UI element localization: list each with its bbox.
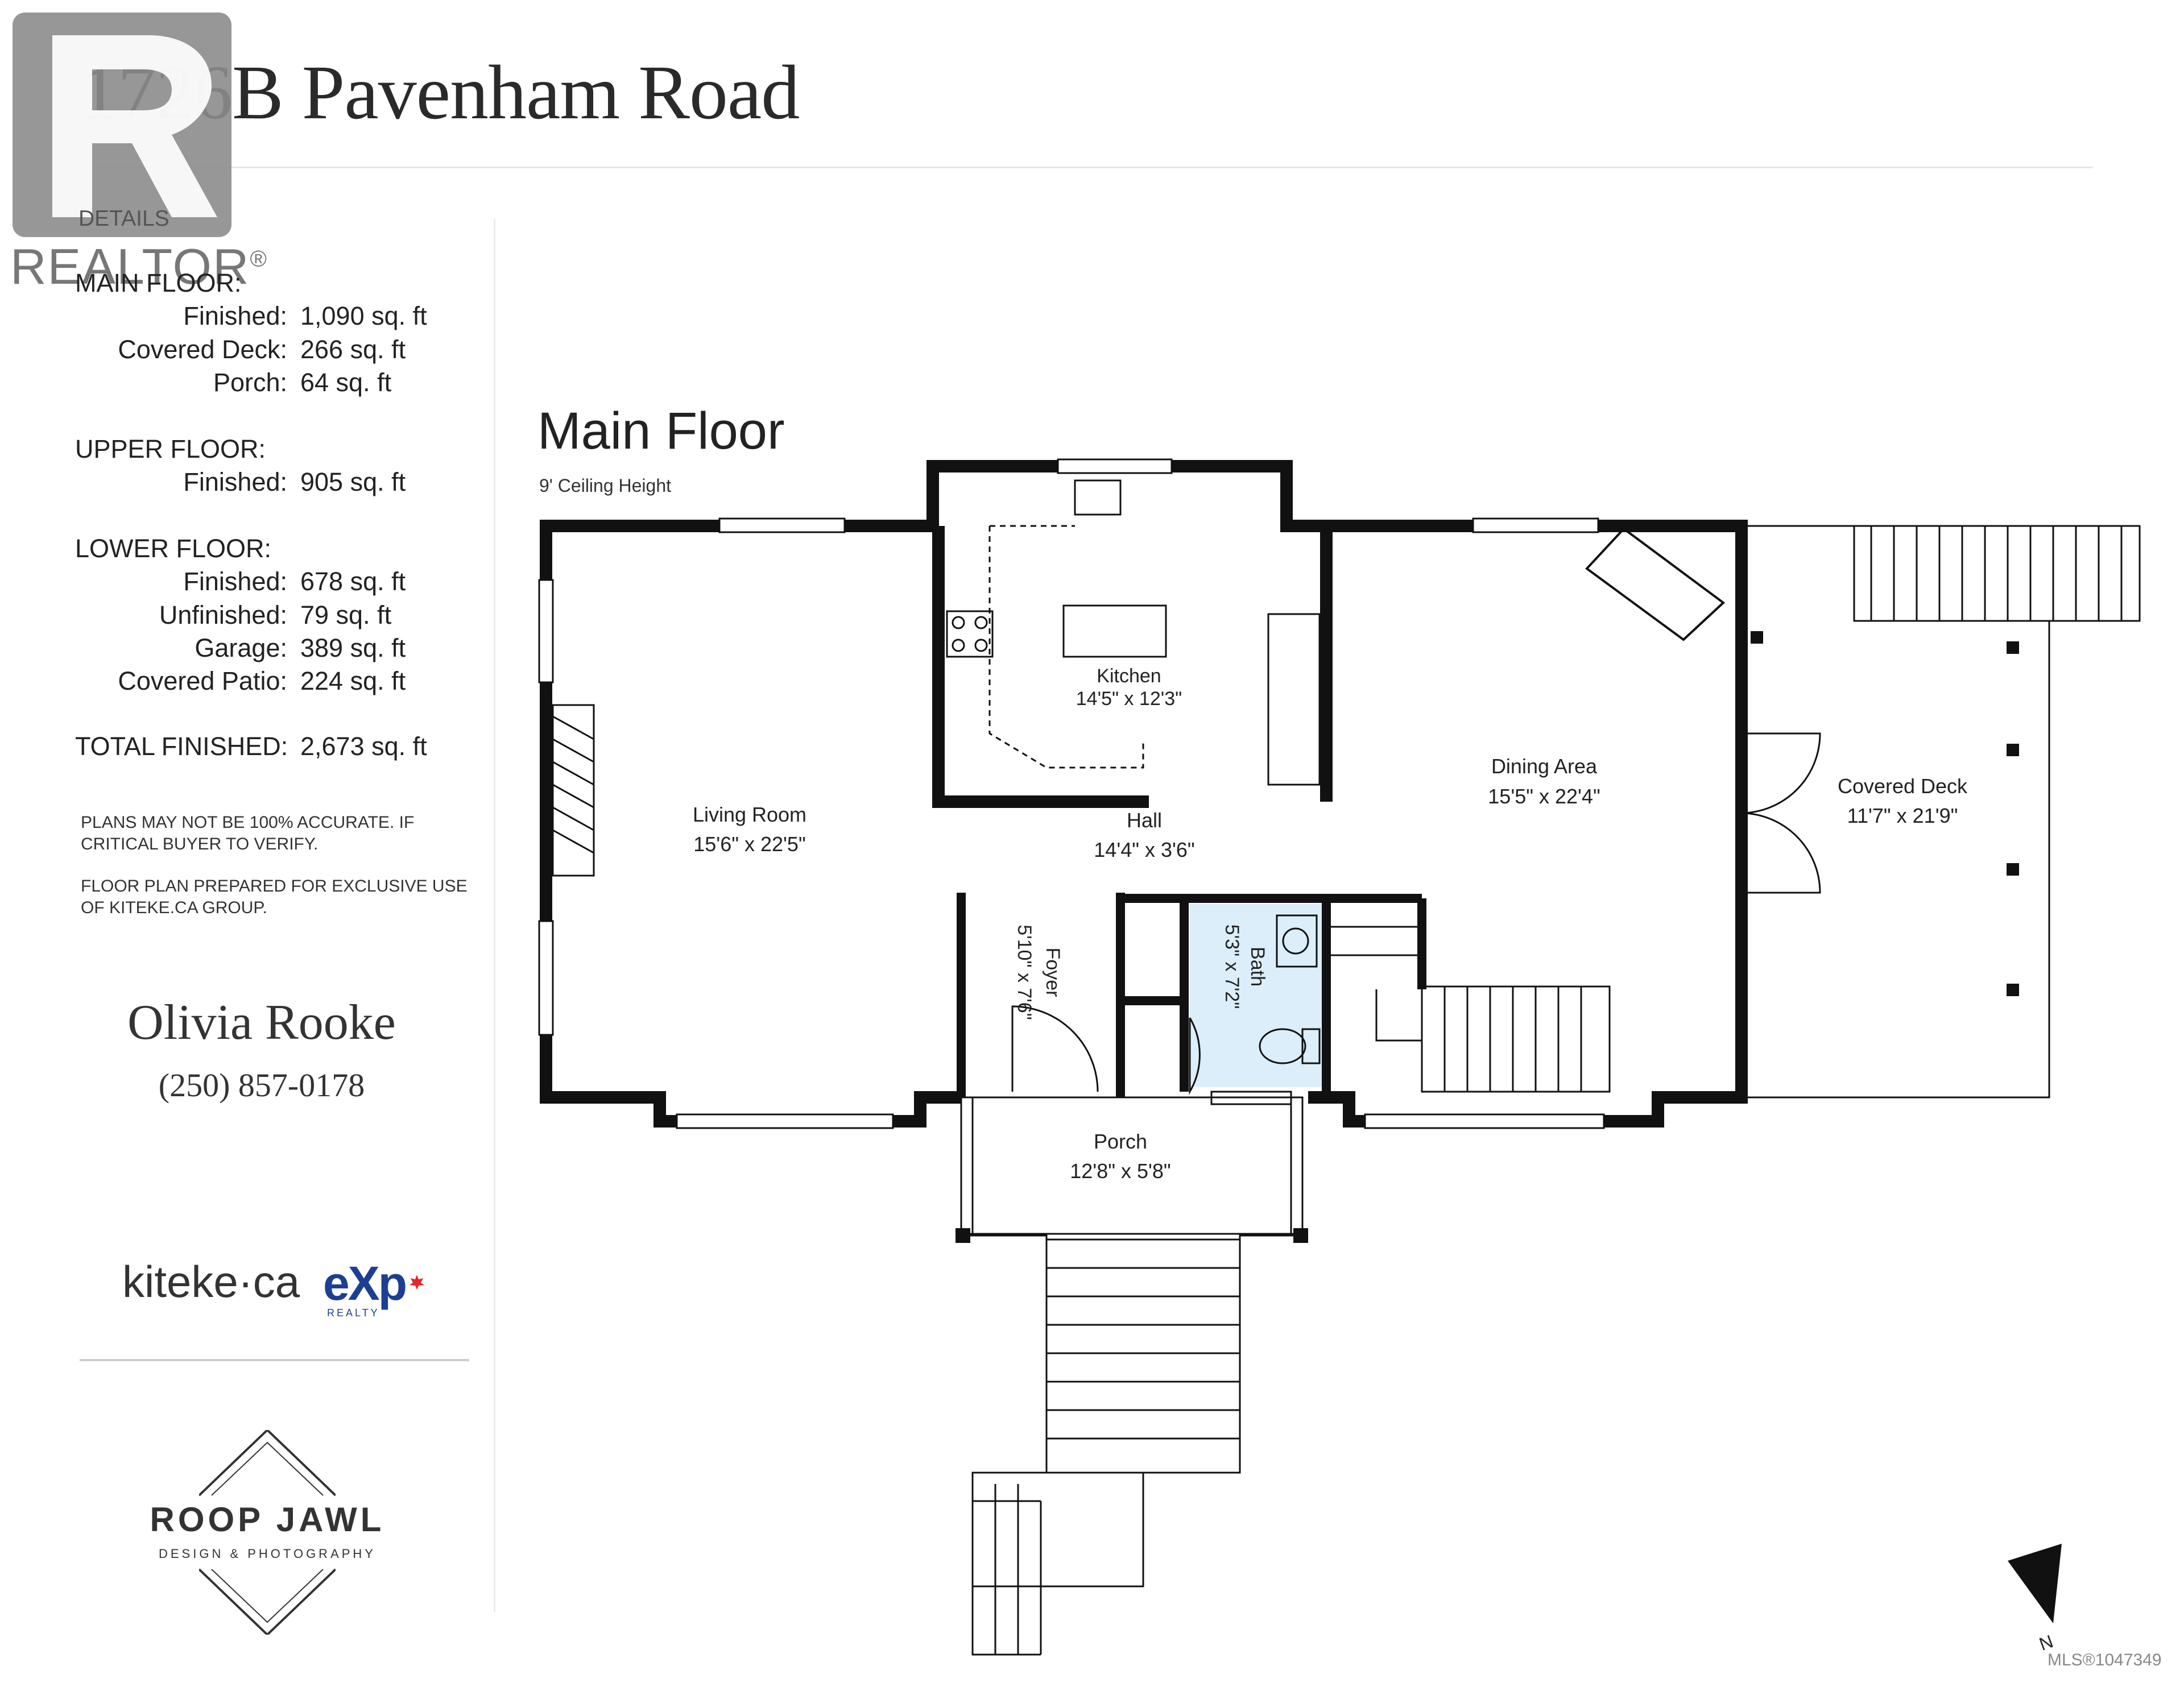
windows — [538, 458, 1605, 1129]
spec-label: Garage: — [195, 633, 287, 662]
spec-value: 224 sq. ft — [300, 666, 406, 695]
spec-label: Covered Patio: — [118, 666, 287, 695]
main-floor-heading: MAIN FLOOR: — [75, 268, 242, 297]
room-label-dining-area: Dining Area — [1491, 755, 1598, 778]
room-dims-porch: 12'8" x 5'8" — [1070, 1159, 1170, 1183]
fireplace-icon — [552, 704, 595, 877]
roop-jawl-name: ROOP JAWL — [150, 1501, 385, 1539]
room-dims-kitchen: 14'5" x 12'3" — [1076, 688, 1182, 710]
covered-deck — [1742, 525, 2141, 1099]
roop-jawl-tagline: DESIGN & PHOTOGRAPHY — [159, 1547, 376, 1561]
spec-label: Unfinished: — [159, 600, 287, 629]
maple-leaf-icon — [410, 1275, 424, 1290]
prepared-note: FLOOR PLAN PREPARED FOR EXCLUSIVE USE OF… — [81, 877, 468, 917]
exterior-stairs — [970, 1234, 1293, 1656]
bath-fixtures — [1189, 914, 1321, 1095]
interior-stairs — [1331, 926, 1611, 1093]
title-divider — [80, 167, 2093, 168]
room-label-living-room: Living Room — [693, 803, 806, 826]
mls-number: MLS®1047349 — [2048, 1651, 2162, 1669]
room-label-foyer: Foyer — [1042, 948, 1064, 997]
porch-posts — [956, 1228, 1308, 1243]
spec-value: 389 sq. ft — [300, 633, 406, 662]
deck-posts — [1751, 631, 2019, 996]
room-dims-covered-deck: 11'7" x 21'9" — [1847, 804, 1958, 827]
total-finished-label: TOTAL FINISHED: — [75, 732, 288, 761]
dining-table — [1585, 527, 1726, 641]
accuracy-note: PLANS MAY NOT BE 100% ACCURATE. IF CRITI… — [81, 813, 415, 853]
room-dims-bath: 5'3" x 7'2" — [1221, 925, 1243, 1009]
spec-label: Covered Deck: — [118, 335, 287, 364]
agent-name: Olivia Rooke — [127, 995, 396, 1050]
kiteke-logo: kiteke·ca — [122, 1257, 300, 1307]
kitchen-fixtures — [946, 479, 1321, 786]
spec-value: 1,090 sq. ft — [300, 301, 427, 330]
sidebar-vertical-rule — [494, 219, 495, 1612]
spec-label: Porch: — [213, 368, 287, 397]
room-label-hall: Hall — [1127, 809, 1162, 832]
agent-phone: (250) 857-0178 — [158, 1067, 365, 1104]
realtor-wordmark: REALTOR® — [10, 238, 268, 295]
total-finished-value: 2,673 sq. ft — [300, 732, 427, 761]
room-dims-living-room: 15'6" x 22'5" — [693, 832, 805, 856]
exp-realty-logo: eXp — [323, 1257, 407, 1310]
spec-value: 266 sq. ft — [300, 335, 406, 364]
spec-label: Finished: — [183, 301, 287, 330]
exp-realty-subtext: REALTY — [327, 1307, 380, 1319]
spec-label: Finished: — [183, 467, 287, 496]
room-dims-hall: 14'4" x 3'6" — [1094, 838, 1194, 861]
spec-value: 905 sq. ft — [300, 467, 406, 496]
north-arrow-icon: N — [2008, 1544, 2062, 1655]
deck-doors — [1741, 732, 1821, 894]
spec-value: 64 sq. ft — [300, 368, 392, 397]
roop-jawl-diamond-icon — [199, 1430, 336, 1635]
sidebar-divider — [80, 1359, 469, 1361]
room-label-kitchen: Kitchen — [1097, 665, 1161, 687]
floor-title: Main Floor — [537, 402, 785, 460]
spec-value: 678 sq. ft — [300, 567, 406, 596]
room-label-porch: Porch — [1094, 1130, 1147, 1153]
spec-label: Finished: — [183, 567, 287, 596]
porch — [960, 1096, 1304, 1235]
details-label: DETAILS — [78, 206, 169, 231]
room-label-bath: Bath — [1247, 947, 1268, 986]
front-door — [1011, 1005, 1099, 1092]
spec-value: 79 sq. ft — [300, 600, 392, 629]
upper-floor-heading: UPPER FLOOR: — [75, 434, 266, 463]
ceiling-height: 9' Ceiling Height — [539, 475, 672, 496]
room-dims-foyer: 5'10" x 7'6" — [1014, 925, 1035, 1020]
realtor-logo-icon — [13, 13, 231, 237]
interior-walls — [957, 893, 1426, 1097]
lower-floor-heading: LOWER FLOOR: — [75, 534, 272, 563]
room-label-covered-deck: Covered Deck — [1838, 774, 1968, 798]
room-dims-dining-area: 15'5" x 22'4" — [1488, 785, 1600, 808]
